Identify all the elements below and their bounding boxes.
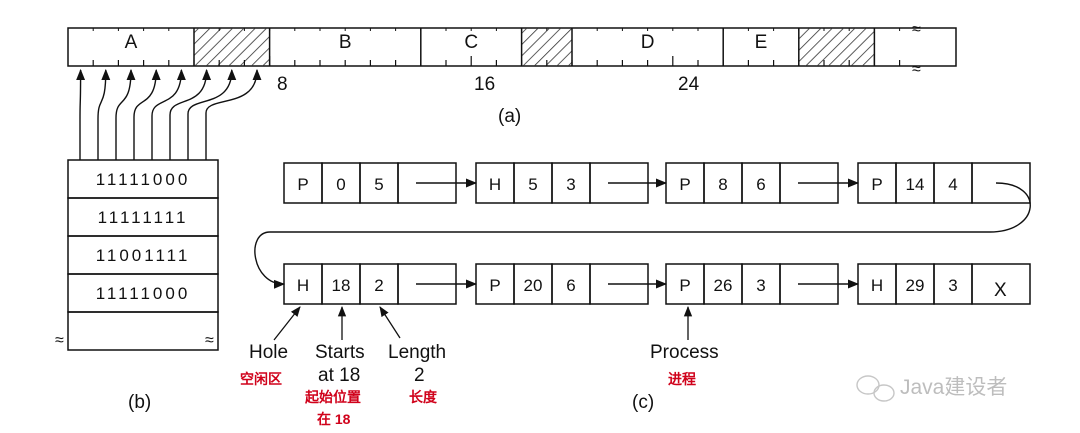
node-start: 29 bbox=[906, 276, 925, 295]
bitmap-pointer-arrow bbox=[133, 68, 161, 160]
annotation-process-cn: 进程 bbox=[668, 371, 696, 387]
segment-label-c: C bbox=[464, 32, 478, 53]
bitmap-row-bits: 11111000 bbox=[96, 170, 191, 189]
break-mark-top: ≈ bbox=[912, 21, 921, 38]
list-end-mark: X bbox=[994, 280, 1007, 301]
segment-label-b: B bbox=[339, 32, 352, 53]
node-length: 6 bbox=[566, 276, 575, 295]
node-start: 8 bbox=[718, 175, 727, 194]
memory-strip: A B C D E ≈ ≈ 8 16 24 (a) bbox=[67, 21, 957, 127]
tick-label-8: 8 bbox=[277, 74, 288, 95]
node-type: P bbox=[679, 276, 690, 295]
node-type: P bbox=[297, 175, 308, 194]
bitmap-pointer-arrow bbox=[151, 68, 186, 160]
node-type: P bbox=[871, 175, 882, 194]
annotation-starts-at: at 18 bbox=[318, 365, 360, 386]
tick-label-24: 24 bbox=[678, 74, 700, 95]
bitmap-pointer-arrow bbox=[115, 68, 136, 160]
bitmap-row-bits: 11111000 bbox=[96, 284, 191, 303]
caption-c: (c) bbox=[632, 392, 654, 413]
node-length: 6 bbox=[756, 175, 765, 194]
annotation-starts-cn2: 在 18 bbox=[317, 411, 351, 427]
node-type: P bbox=[489, 276, 500, 295]
bitmap-row bbox=[67, 311, 219, 351]
bitmap-pointer-arrow bbox=[97, 68, 111, 160]
annotation-hole: Hole bbox=[249, 342, 288, 363]
node-start: 0 bbox=[336, 175, 345, 194]
break-mark-bottom: ≈ bbox=[912, 61, 921, 78]
bitmap-pointer-arrow bbox=[169, 68, 212, 160]
hole-segment bbox=[521, 28, 572, 66]
hole-segment bbox=[194, 28, 270, 66]
node-pointer-cell bbox=[971, 162, 1031, 204]
node-type: H bbox=[489, 175, 501, 194]
tick-label-16: 16 bbox=[474, 74, 495, 95]
bitmap-pointer-arrow bbox=[187, 68, 237, 160]
list-wrap-arrow bbox=[254, 182, 1031, 289]
bitmap-pointer-arrow bbox=[205, 68, 262, 160]
annotation-length-cn: 长度 bbox=[409, 389, 438, 405]
node-type: P bbox=[679, 175, 690, 194]
length-pointer-arrow bbox=[379, 306, 401, 339]
node-pointer-cell bbox=[971, 263, 1031, 305]
annotation-process: Process bbox=[650, 342, 719, 363]
bitmap-break-right: ≈ bbox=[205, 332, 214, 349]
node-length: 3 bbox=[756, 276, 765, 295]
annotation-length-value: 2 bbox=[414, 365, 425, 386]
node-length: 4 bbox=[948, 175, 957, 194]
wechat-icon bbox=[856, 375, 895, 402]
watermark-text: Java建设者 bbox=[900, 376, 1007, 399]
caption-a: (a) bbox=[498, 106, 521, 127]
node-start: 5 bbox=[528, 175, 537, 194]
node-start: 18 bbox=[332, 276, 351, 295]
segment-label-a: A bbox=[125, 32, 138, 53]
segment-label-e: E bbox=[755, 32, 768, 53]
bitmap-pointer-arrow bbox=[76, 68, 86, 160]
node-length: 5 bbox=[374, 175, 383, 194]
node-length: 2 bbox=[374, 276, 383, 295]
caption-b: (b) bbox=[128, 392, 151, 413]
bitmap-break-left: ≈ bbox=[55, 332, 64, 349]
node-type: H bbox=[297, 276, 309, 295]
watermark: Java建设者 bbox=[856, 375, 1007, 402]
segment-label-d: D bbox=[641, 32, 655, 53]
bitmap-row-bits: 11001111 bbox=[96, 246, 191, 265]
node-length: 3 bbox=[948, 276, 957, 295]
annotation-starts-cn1: 起始位置 bbox=[304, 389, 361, 405]
hole-pointer-arrow bbox=[273, 306, 301, 341]
bitmap-row-bits: 11111111 bbox=[98, 208, 189, 227]
annotation-hole-cn: 空闲区 bbox=[240, 371, 282, 387]
node-start: 20 bbox=[524, 276, 543, 295]
node-length: 3 bbox=[566, 175, 575, 194]
node-start: 14 bbox=[906, 175, 925, 194]
memory-strip-border bbox=[67, 27, 957, 67]
node-start: 26 bbox=[714, 276, 733, 295]
annotation-starts: Starts bbox=[315, 342, 365, 363]
node-type: H bbox=[871, 276, 883, 295]
annotation-length: Length bbox=[388, 342, 446, 363]
hole-segment bbox=[798, 28, 875, 66]
bitmap: 11111000 11111111 11001111 11111000 ≈ ≈ (b) bbox=[55, 68, 262, 413]
